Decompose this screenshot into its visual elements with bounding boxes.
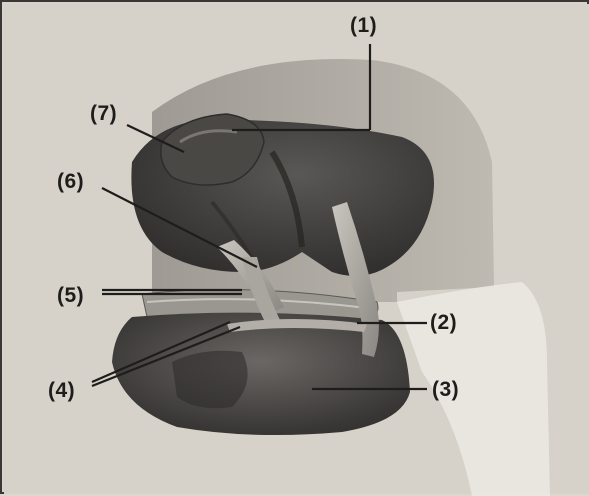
- label-5: (5): [57, 284, 84, 308]
- tibia-shadow: [172, 351, 248, 409]
- label-2: (2): [430, 311, 457, 335]
- label-3: (3): [432, 378, 459, 402]
- label-1: (1): [350, 14, 377, 38]
- label-7: (7): [90, 102, 117, 126]
- label-4: (4): [48, 379, 75, 403]
- label-6: (6): [57, 170, 84, 194]
